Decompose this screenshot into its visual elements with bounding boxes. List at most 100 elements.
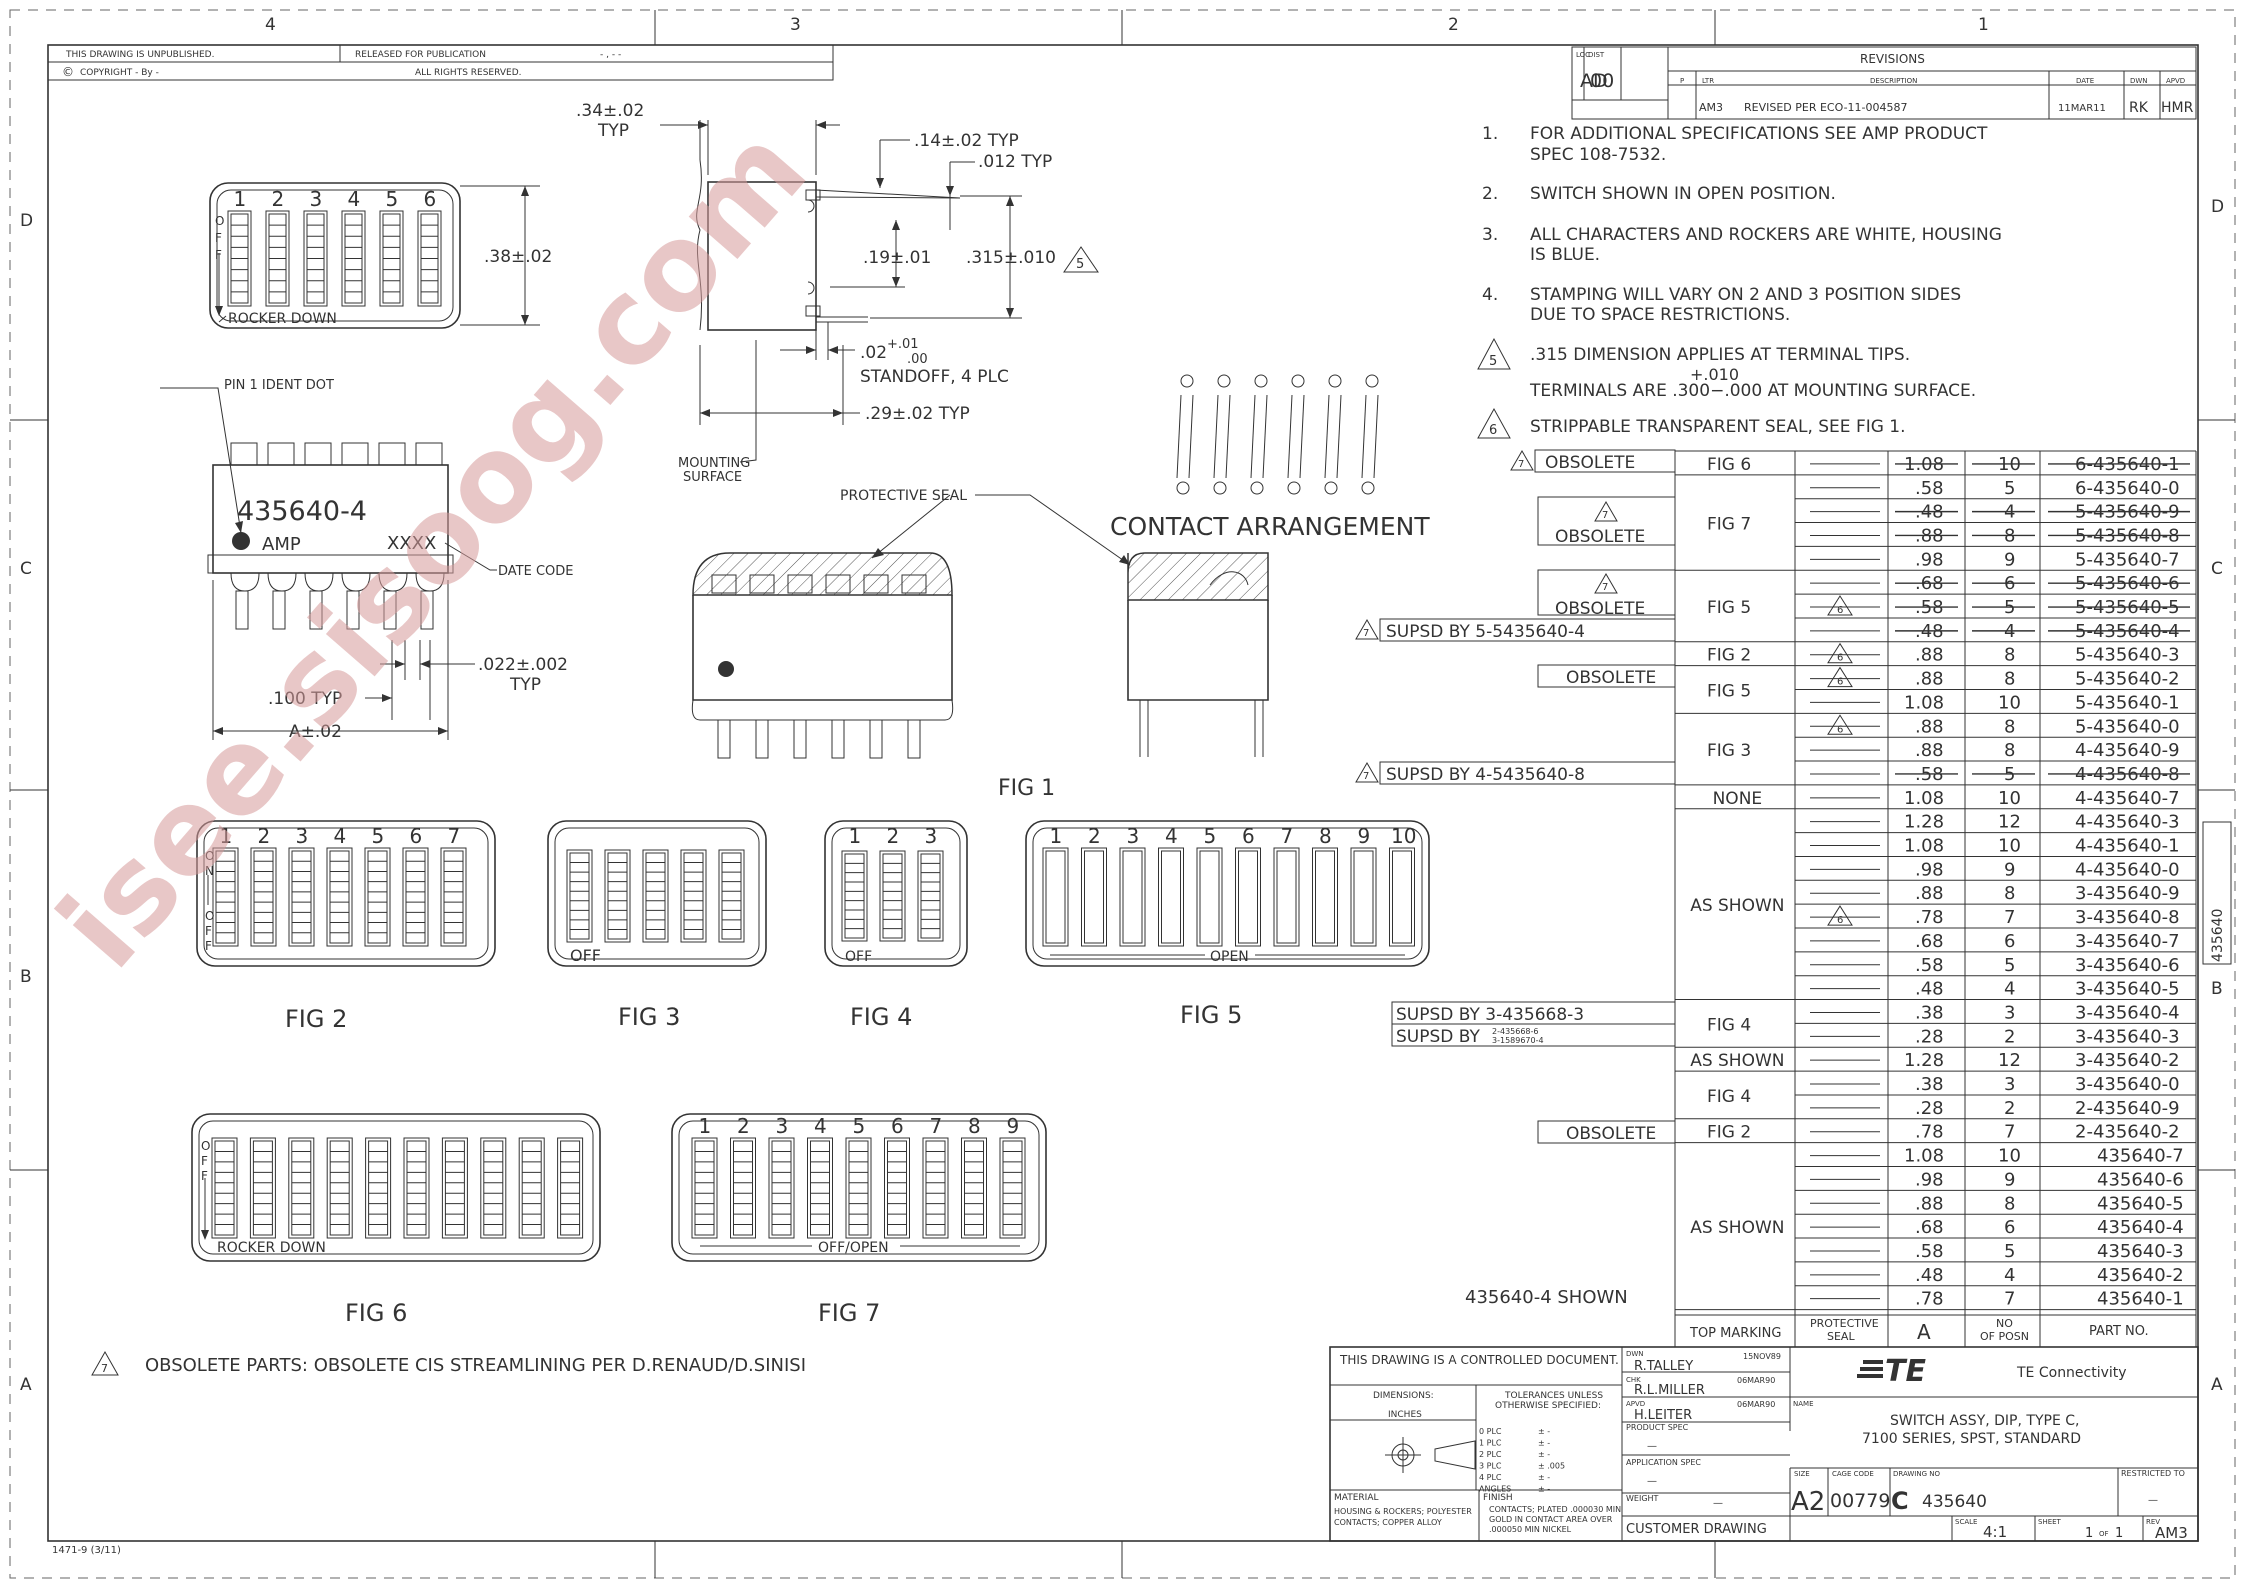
fig2-position-number: 3 bbox=[296, 824, 309, 848]
top-view-rocker-3: 3 bbox=[303, 187, 328, 307]
tolerance-key: 3 PLC bbox=[1479, 1462, 1502, 1471]
fig6-rocker-9 bbox=[518, 1137, 545, 1239]
fig7-position-number: 1 bbox=[699, 1114, 712, 1138]
fig4-rocker-2: 2 bbox=[879, 824, 906, 942]
product-spec-label: PRODUCT SPEC bbox=[1626, 1423, 1689, 1432]
fig6-rocker-body bbox=[518, 1137, 545, 1239]
fig6-caption: FIG 6 bbox=[345, 1299, 407, 1327]
seal-rocker-top bbox=[749, 574, 775, 594]
note-2-line-1: SWITCH SHOWN IN OPEN POSITION. bbox=[1530, 184, 1836, 204]
table-dim-a: .58 bbox=[1915, 478, 1944, 499]
fig2-caption: FIG 2 bbox=[285, 1005, 347, 1033]
dim-0315: .315±.010 bbox=[966, 248, 1056, 268]
hdr-no: NO bbox=[1996, 1317, 2013, 1330]
fig7-rocker-inner bbox=[848, 1140, 869, 1236]
fig7-position-number: 7 bbox=[930, 1114, 943, 1138]
contact-bottom-pad bbox=[1176, 481, 1190, 495]
fig5-rocker-inner bbox=[1315, 850, 1335, 944]
table-dim-a: 1.08 bbox=[1904, 836, 1944, 857]
svg-text:7: 7 bbox=[1518, 459, 1524, 470]
front-pin-top bbox=[341, 442, 369, 466]
seal-flag-triangle bbox=[1827, 595, 1853, 616]
contact-bottom-pad bbox=[1287, 481, 1301, 495]
top-view-rocker-body bbox=[379, 210, 404, 307]
fig4-rocker-3: 3 bbox=[917, 824, 944, 942]
top-view-position-number: 1 bbox=[234, 187, 247, 211]
material-label: MATERIAL bbox=[1334, 1493, 1379, 1503]
fig6-rocker-6 bbox=[403, 1137, 430, 1239]
hdr-seal-2: SEAL bbox=[1827, 1330, 1855, 1343]
fig6-rocker-body bbox=[480, 1137, 507, 1239]
chk-label-tb: CHK bbox=[1626, 1376, 1641, 1384]
table-part-no: 435640-6 bbox=[2097, 1169, 2184, 1190]
fig4-rocker-inner bbox=[920, 853, 941, 939]
table-dim-a: .88 bbox=[1915, 883, 1944, 904]
fig7-rocker-inner bbox=[964, 1140, 984, 1236]
fig7-position-number: 9 bbox=[1007, 1114, 1020, 1138]
top-view-position-number: 5 bbox=[386, 187, 399, 211]
svg-text:SUPSD BY: SUPSD BY bbox=[1396, 1027, 1481, 1047]
dim-0100: .100 TYP bbox=[268, 689, 342, 709]
table-no-of-posn: 2 bbox=[2004, 1026, 2015, 1047]
fig5-rocker-body bbox=[1081, 847, 1107, 947]
fig3-rocker-body bbox=[566, 849, 593, 943]
fig3-rocker-body bbox=[642, 849, 669, 943]
fig5-rocker-body bbox=[1158, 847, 1184, 947]
note-3-line-1: ALL CHARACTERS AND ROCKERS ARE WHITE, HO… bbox=[1530, 225, 2002, 245]
contact-leg-right bbox=[1336, 394, 1342, 479]
svg-text:SUPSD BY 4-5435640-8: SUPSD BY 4-5435640-8 bbox=[1386, 765, 1585, 785]
top-view-position-number: 2 bbox=[272, 187, 285, 211]
cage-label: CAGE CODE bbox=[1832, 1470, 1874, 1478]
table-no-of-posn: 12 bbox=[1998, 812, 2021, 833]
released-note: RELEASED FOR PUBLICATION bbox=[355, 50, 486, 60]
release-dots: - , - - bbox=[600, 50, 621, 60]
contact-4 bbox=[1287, 374, 1305, 495]
fig6-rocker-10 bbox=[557, 1137, 584, 1239]
contact-top-pad bbox=[1254, 374, 1268, 388]
finish-value-2: GOLD IN CONTACT AREA OVER bbox=[1489, 1515, 1613, 1524]
zone-4-top: 4 bbox=[265, 15, 276, 35]
off-letter: O bbox=[215, 214, 224, 228]
marking-group-9: FIG 4 bbox=[1707, 1015, 1751, 1035]
fig2-rocker-7: 7 bbox=[440, 824, 467, 947]
fig4-rocker-body bbox=[879, 850, 906, 942]
fig5-rocker-inner bbox=[1084, 850, 1104, 944]
table-no-of-posn: 10 bbox=[1998, 692, 2021, 713]
fig6-rocker-1 bbox=[211, 1137, 238, 1239]
seal-pin bbox=[831, 719, 845, 759]
fig5-rocker-4: 4 bbox=[1158, 824, 1184, 947]
front-pin-leg bbox=[420, 590, 434, 630]
fig7-rocker-inner bbox=[925, 1140, 946, 1236]
tolerance-key: 0 PLC bbox=[1479, 1427, 1502, 1436]
app-spec-label: APPLICATION SPEC bbox=[1626, 1458, 1701, 1467]
seal-flag-number: 6 bbox=[1837, 605, 1843, 616]
svg-text:SUPSD BY 5-5435640-4: SUPSD BY 5-5435640-4 bbox=[1386, 622, 1585, 642]
off-arrow-head bbox=[215, 306, 223, 316]
side-tab-label: 435640 bbox=[2210, 909, 2226, 962]
table-no-of-posn: 6 bbox=[2004, 931, 2015, 952]
part-marking: 435640-4 bbox=[237, 496, 367, 527]
fig4-position-number: 1 bbox=[849, 824, 862, 848]
contact-leg-right bbox=[1262, 394, 1268, 479]
parts-table-header: TOP MARKING PROTECTIVE SEAL A NO OF POSN… bbox=[1674, 1315, 2149, 1347]
fig7-position-number: 5 bbox=[853, 1114, 866, 1138]
front-pin bbox=[230, 572, 260, 630]
fig2-position-number: 4 bbox=[334, 824, 347, 848]
top-view-position-number: 4 bbox=[348, 187, 361, 211]
drawing-no-label: DRAWING NO bbox=[1893, 1470, 1940, 1478]
front-view: 435640-4 AMP XXXX PIN 1 IDENT DOT DATE C… bbox=[160, 378, 574, 742]
fig3-rocker-body bbox=[604, 849, 631, 943]
fig5-rocker-body bbox=[1042, 847, 1069, 947]
fig5-rocker-inner bbox=[1276, 850, 1297, 944]
fig2-off-letter: O bbox=[205, 909, 214, 923]
table-no-of-posn: 8 bbox=[2004, 740, 2015, 761]
fig1-caption: FIG 1 bbox=[998, 776, 1055, 801]
svg-text:5: 5 bbox=[1489, 354, 1497, 369]
table-no-of-posn: 10 bbox=[1998, 836, 2021, 857]
